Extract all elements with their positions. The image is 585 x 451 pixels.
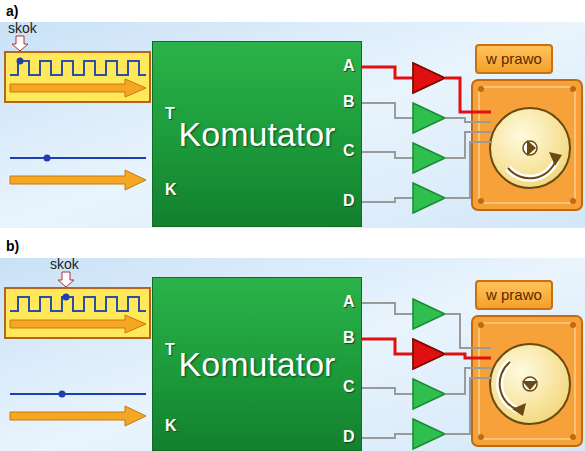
box-text: Komutator: [179, 345, 336, 384]
input-name: T: [165, 105, 175, 123]
box-text: Komutator: [179, 115, 336, 154]
commutator-box: Komutator: [152, 41, 362, 227]
output-name: A: [343, 293, 355, 311]
step-arrow: [58, 272, 74, 287]
direction-dot: [44, 155, 51, 162]
panel-letter: b): [6, 238, 19, 254]
direction-dot: [59, 391, 66, 398]
panel-b-art: [0, 258, 585, 451]
box-text: w prawo: [486, 50, 542, 67]
input-name: K: [165, 417, 177, 435]
output-name: D: [343, 192, 355, 210]
commutator-box: Komutator: [152, 277, 362, 451]
output-name: C: [343, 142, 355, 160]
direction-box: w prawo: [475, 280, 553, 310]
signal-name: skok: [8, 20, 37, 36]
box-text: w prawo: [486, 286, 542, 303]
output-name: D: [343, 428, 355, 446]
signal-name: skok: [50, 256, 79, 272]
output-name: B: [343, 93, 355, 111]
output-name: A: [343, 57, 355, 75]
step-arrow: [12, 36, 28, 51]
active-channel: [360, 339, 491, 369]
panel-a-art: [0, 22, 585, 228]
input-name: T: [165, 341, 175, 359]
panel-letter: a): [6, 3, 18, 19]
input-name: K: [165, 181, 177, 199]
rotor-arrow: [500, 362, 538, 416]
output-name: B: [343, 329, 355, 347]
active-channel: [360, 63, 491, 112]
step-dot: [17, 58, 24, 65]
output-name: C: [343, 378, 355, 396]
step-dot: [63, 294, 70, 301]
rotor-arrow: [508, 140, 562, 178]
direction-box: w prawo: [475, 44, 553, 74]
